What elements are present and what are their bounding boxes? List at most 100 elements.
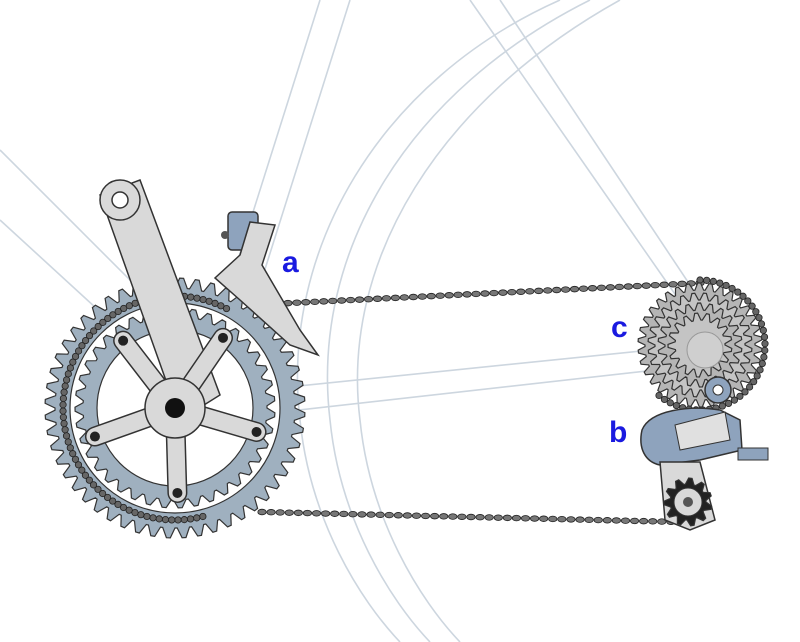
chain-link	[399, 294, 409, 301]
fd-bolt-icon	[221, 231, 229, 239]
chain-link	[89, 481, 98, 489]
chain-link	[484, 514, 494, 521]
chain-link	[759, 326, 767, 334]
chain-link	[161, 515, 170, 524]
chain-link	[566, 516, 576, 523]
chain-link	[310, 298, 320, 306]
chain-link	[435, 292, 445, 299]
chain-link	[149, 514, 157, 522]
chain-link	[119, 503, 128, 512]
chain-link	[61, 382, 69, 390]
chain-link	[85, 332, 94, 340]
chain-link	[655, 391, 663, 400]
chain-link	[390, 294, 401, 302]
chain-link	[534, 287, 544, 295]
chain-link	[641, 282, 651, 289]
chain-link	[696, 276, 704, 284]
chain-link	[292, 299, 302, 306]
chain-link	[64, 370, 72, 378]
chain-link	[60, 388, 68, 396]
chain-link	[466, 513, 476, 521]
chain-link	[328, 297, 338, 305]
chainring-bolt-icon	[251, 426, 262, 437]
chain-link	[752, 308, 760, 316]
label-c-cassette: c	[611, 311, 628, 344]
chain-link	[593, 516, 603, 524]
chain-link	[381, 295, 392, 302]
chain-link	[109, 497, 117, 505]
chain-link	[384, 511, 394, 519]
chain-link	[199, 295, 207, 304]
chain-link	[718, 402, 726, 410]
seatstay-line	[499, 0, 721, 331]
chain-link	[650, 281, 660, 289]
seatstay-line	[469, 0, 701, 331]
crank-arm	[84, 179, 267, 503]
chain-link	[728, 284, 736, 293]
chain-link	[339, 510, 349, 518]
wheel-arc	[296, 0, 561, 642]
chain-link	[85, 476, 93, 484]
chain-link	[302, 509, 313, 517]
chain-link	[59, 413, 67, 421]
chain-link	[74, 347, 83, 355]
chain-link	[722, 281, 730, 290]
chainring-bolt-icon	[172, 487, 183, 498]
chain-link	[137, 511, 145, 519]
chain-link	[186, 515, 195, 523]
chain-link	[71, 455, 80, 463]
chain-link	[672, 401, 680, 410]
chain-link	[561, 286, 571, 293]
chain-link	[659, 281, 669, 288]
chain-link	[746, 383, 754, 391]
chain-link	[539, 515, 549, 522]
chain-link	[462, 291, 472, 298]
chain-link	[602, 517, 612, 524]
chain-link	[99, 489, 107, 498]
rd-parallelogram	[674, 411, 731, 451]
chain-link	[578, 285, 589, 292]
cassette-lockring	[686, 331, 724, 369]
chain-link	[587, 285, 598, 292]
chain-link	[657, 518, 667, 525]
chain-link	[402, 512, 412, 519]
chain-link	[739, 292, 747, 300]
chain-link	[59, 407, 67, 415]
chain-link	[81, 471, 90, 479]
chain-link	[120, 304, 128, 313]
chain-link	[520, 515, 531, 522]
chain-link	[516, 288, 526, 295]
chain-link	[205, 297, 213, 305]
chain-link	[620, 517, 631, 524]
chain-link	[498, 289, 508, 296]
chain-link	[575, 516, 585, 523]
chain-link	[61, 426, 69, 434]
chain-link	[109, 311, 117, 319]
chain-link	[284, 509, 294, 516]
chain-link	[337, 297, 347, 304]
chain-link	[453, 291, 463, 299]
chain-link	[614, 283, 624, 291]
chain-link	[439, 513, 449, 520]
chain-link	[99, 318, 107, 326]
chain-link	[411, 512, 422, 519]
chain-link	[709, 277, 717, 285]
chain-link	[155, 515, 163, 523]
chain-link	[293, 509, 303, 517]
chain-link	[78, 466, 86, 474]
chain-link	[301, 299, 311, 306]
chain-link	[623, 283, 633, 290]
chain-link	[753, 372, 761, 380]
chain-link	[426, 292, 436, 300]
chain-link	[71, 352, 80, 361]
chain-link	[596, 284, 607, 292]
chain-link	[311, 510, 322, 517]
chain-link	[266, 509, 276, 516]
chain-link	[475, 514, 485, 521]
chain-link	[187, 293, 195, 301]
chain-link	[741, 388, 749, 396]
chain-link	[584, 516, 594, 524]
chain-link	[222, 304, 231, 313]
chain-link	[257, 508, 267, 516]
chain-link	[557, 515, 567, 523]
